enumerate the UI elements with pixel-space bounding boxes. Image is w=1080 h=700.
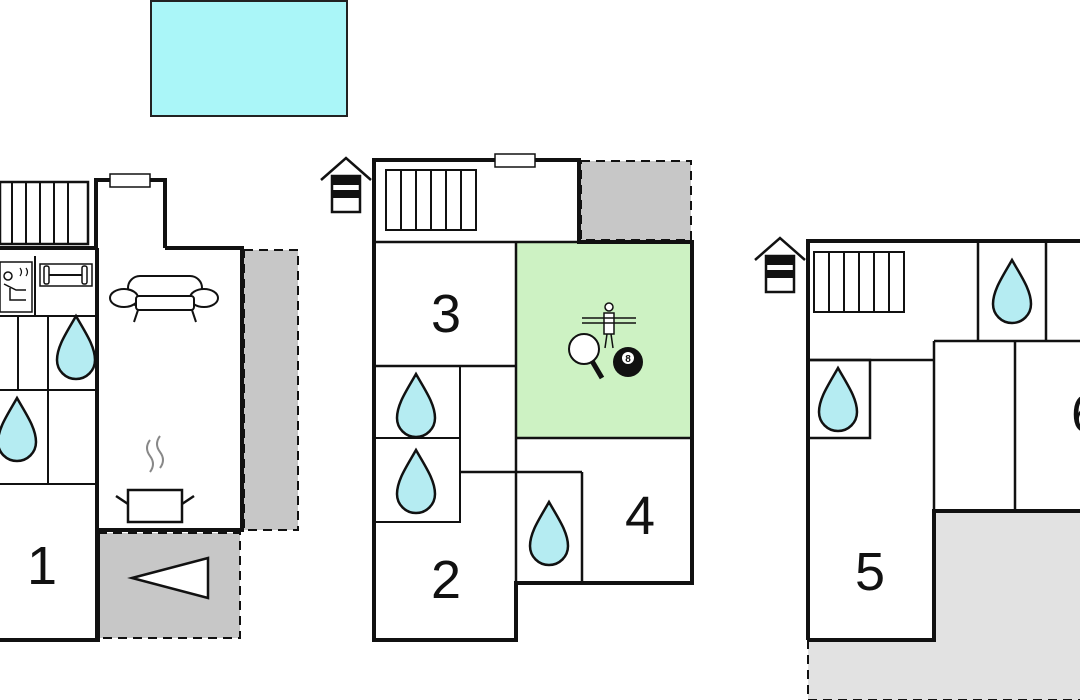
dumbbell-icon bbox=[39, 263, 93, 287]
staircase-icon bbox=[0, 180, 90, 246]
water-drop-icon bbox=[395, 372, 437, 439]
window bbox=[109, 173, 151, 188]
water-drop-icon bbox=[528, 500, 570, 567]
water-drop-icon bbox=[991, 258, 1033, 325]
eight-ball-label: 8 bbox=[625, 354, 631, 365]
room-number-2: 2 bbox=[431, 550, 461, 610]
water-drop-icon bbox=[817, 366, 859, 433]
terrace-left bbox=[243, 249, 299, 531]
room-number-6: 6 bbox=[1071, 384, 1080, 444]
staircase-icon bbox=[813, 251, 905, 313]
room-number-1: 1 bbox=[27, 536, 57, 596]
garden-area bbox=[934, 511, 1080, 700]
entrance-arrow-icon bbox=[127, 556, 210, 600]
staircase-icon bbox=[385, 169, 477, 231]
water-drop-icon bbox=[55, 314, 97, 381]
room-number-3: 3 bbox=[431, 284, 461, 344]
window bbox=[494, 153, 536, 168]
floor-right: 5 6 bbox=[753, 236, 1080, 700]
terrace-middle bbox=[580, 160, 692, 241]
garden-area bbox=[808, 638, 934, 700]
water-drop-icon bbox=[0, 396, 38, 463]
house-icon bbox=[319, 156, 373, 214]
game-room bbox=[516, 242, 692, 438]
pool bbox=[150, 0, 348, 117]
ping-pong-paddle-icon bbox=[568, 333, 605, 380]
sauna-icon bbox=[0, 261, 33, 313]
house-icon bbox=[753, 236, 807, 294]
room-number-5: 5 bbox=[855, 542, 885, 602]
cooking-pot-icon bbox=[115, 435, 195, 524]
sofa-icon bbox=[109, 275, 219, 323]
floor-middle: 8 3 4 2 bbox=[319, 153, 694, 642]
eight-ball-icon: 8 bbox=[613, 347, 643, 377]
room-number-4: 4 bbox=[625, 486, 655, 546]
floor-left: 1 bbox=[0, 173, 299, 642]
table-football-icon bbox=[582, 302, 636, 349]
water-drop-icon bbox=[395, 448, 437, 515]
